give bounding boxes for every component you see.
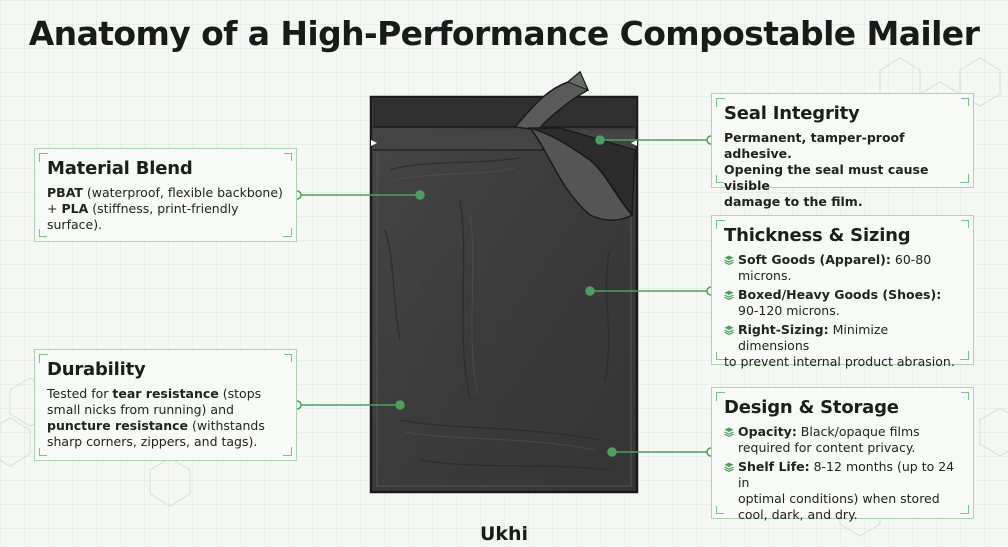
bullet-label: Boxed/Heavy Goods (Shoes):	[738, 287, 942, 302]
text: Minimize dimensions	[738, 322, 889, 353]
text: (waterproof, flexible backbone)	[82, 185, 283, 200]
term-tear-resistance: tear resistance	[112, 386, 219, 401]
card-thickness-sizing: Thickness & Sizing Soft Goods (Apparel):…	[711, 215, 974, 369]
text: Opening the seal must cause visible	[724, 162, 929, 193]
card-body: Tested for tear resistance (stops small …	[47, 386, 284, 450]
layers-icon	[724, 325, 734, 335]
card-title: Material Blend	[47, 158, 193, 179]
text: optimal conditions) when stored	[738, 491, 940, 506]
text: required for content privacy.	[738, 440, 916, 455]
text: 8-12 months (up to 24 in	[738, 459, 955, 490]
layers-icon	[724, 255, 734, 265]
text: (stiffness, print-friendly	[88, 201, 239, 216]
layers-icon	[724, 462, 734, 472]
text: 90-120 microns.	[738, 303, 840, 318]
bullet-label: Shelf Life:	[738, 459, 810, 474]
bullet-label: Soft Goods (Apparel):	[738, 252, 891, 267]
card-design-storage: Design & Storage Opacity: Black/opaque f…	[711, 387, 974, 522]
text: cool, dark, and dry.	[738, 507, 858, 522]
text: microns.	[738, 268, 792, 283]
card-body: Permanent, tamper-proof adhesive. Openin…	[724, 130, 961, 210]
card-body: PBAT (waterproof, flexible backbone) + P…	[47, 185, 284, 233]
bullet-label: Right-Sizing:	[738, 322, 829, 337]
card-seal-integrity: Seal Integrity Permanent, tamper-proof a…	[711, 93, 974, 209]
term-pla: PLA	[61, 201, 89, 216]
text: Tested for	[47, 386, 113, 401]
bullet-right-sizing: Right-Sizing: Minimize dimensions to pre…	[724, 322, 961, 370]
card-title: Design & Storage	[724, 397, 899, 418]
text: +	[47, 201, 62, 216]
bullet-opacity: Opacity: Black/opaque films required for…	[724, 424, 961, 456]
text: sharp corners, zippers, and tags).	[47, 434, 258, 449]
text: damage to the film.	[724, 194, 863, 209]
text: small nicks from running) and	[47, 402, 234, 417]
mailer-top-flap	[373, 99, 635, 127]
text: to prevent internal product abrasion.	[724, 354, 955, 369]
card-durability: Durability Tested for tear resistance (s…	[34, 349, 297, 461]
page-title: Anatomy of a High-Performance Compostabl…	[28, 14, 980, 53]
layers-icon	[724, 427, 734, 437]
text: surface).	[47, 217, 103, 232]
bullet-shelf-life: Shelf Life: 8-12 months (up to 24 in opt…	[724, 459, 961, 523]
bullet-boxed-goods: Boxed/Heavy Goods (Shoes): 90-120 micron…	[724, 287, 961, 319]
text: (stops	[218, 386, 262, 401]
text: Permanent, tamper-proof adhesive.	[724, 130, 905, 161]
card-title: Durability	[47, 359, 146, 380]
bullet-label: Opacity:	[738, 424, 797, 439]
text: 60-80	[890, 252, 932, 267]
text: (withstands	[188, 418, 265, 433]
bullet-soft-goods: Soft Goods (Apparel): 60-80 microns.	[724, 252, 961, 284]
card-body: Soft Goods (Apparel): 60-80 microns. Box…	[724, 252, 961, 370]
layers-icon	[724, 290, 734, 300]
term-pbat: PBAT	[47, 185, 83, 200]
card-title: Thickness & Sizing	[724, 225, 911, 246]
footer-brand: Ukhi	[479, 523, 529, 545]
card-title: Seal Integrity	[724, 103, 860, 124]
card-material-blend: Material Blend PBAT (waterproof, flexibl…	[34, 148, 297, 242]
card-body: Opacity: Black/opaque films required for…	[724, 424, 961, 523]
text: Black/opaque films	[796, 424, 920, 439]
term-puncture-resistance: puncture resistance	[47, 418, 189, 433]
